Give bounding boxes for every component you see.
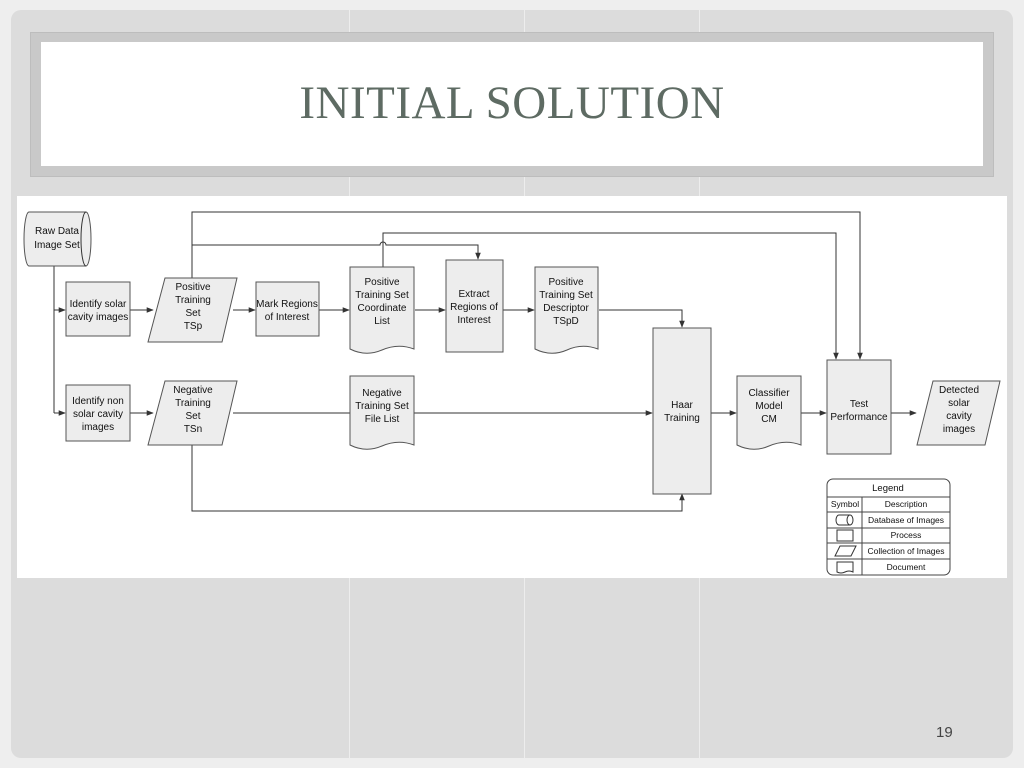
node-label: solar: [948, 398, 970, 409]
page-number: 19: [936, 724, 953, 741]
node-label: solar cavity: [73, 409, 123, 420]
node-label: Set: [185, 411, 200, 422]
mark-regions-node: Mark Regions of Interest: [255, 281, 320, 337]
negative-file-list-node: Negative Training Set File List: [349, 375, 415, 450]
legend-row-label: Process: [891, 530, 922, 540]
node-label: Detected: [939, 385, 979, 396]
node-label: Training Set: [355, 290, 409, 301]
node-label: Interest: [457, 315, 491, 326]
node-label: Raw Data: [35, 226, 79, 237]
node-label: Image Set: [34, 240, 80, 251]
node-label: List: [374, 316, 390, 327]
node-label: Coordinate: [358, 303, 407, 314]
node-label: TSpD: [553, 316, 579, 327]
node-label: Training Set: [539, 290, 593, 301]
node-label: Positive: [548, 277, 583, 288]
classifier-model-node: Classifier Model CM: [736, 375, 802, 450]
slide: INITIAL SOLUTION: [11, 10, 1013, 758]
node-label: Negative: [362, 388, 402, 399]
connector: [191, 445, 685, 512]
positive-coordinate-list-node: Positive Training Set Coordinate List: [349, 266, 415, 354]
connector: [599, 309, 685, 328]
node-label: Training: [175, 295, 211, 306]
legend-row-label: Document: [887, 562, 926, 572]
node-label: Model: [755, 401, 782, 412]
positive-descriptor-node: Positive Training Set Descriptor TSpD: [534, 266, 599, 354]
node-label: of Interest: [265, 312, 310, 323]
process-symbol-icon: [836, 529, 854, 542]
identify-solar-node: Identify solar cavity images: [65, 281, 131, 337]
legend-row-label: Database of Images: [868, 515, 944, 525]
node-label: CM: [761, 414, 777, 425]
node-label: File List: [365, 414, 400, 425]
node-label: Haar: [671, 400, 693, 411]
flowchart: Raw Data Image Set Identify solar cavity…: [23, 211, 1001, 576]
connectors: [53, 211, 917, 512]
legend-row-label: Collection of Images: [867, 546, 944, 556]
node-label: Descriptor: [543, 303, 589, 314]
node-label: Regions of: [450, 302, 498, 313]
connector: [382, 232, 839, 360]
node-label: images: [943, 424, 975, 435]
diagram-panel: Raw Data Image Set Identify solar cavity…: [17, 196, 1007, 578]
node-label: TSn: [184, 424, 202, 435]
identify-non-solar-node: Identify non solar cavity images: [65, 384, 131, 442]
legend: Legend Symbol Description Database of Im…: [826, 478, 951, 576]
raw-data-node: Raw Data Image Set: [23, 211, 92, 267]
title-box: INITIAL SOLUTION: [41, 42, 983, 166]
haar-training-node: Haar Training: [652, 327, 712, 495]
connector: [192, 241, 481, 260]
extract-regions-node: Extract Regions of Interest: [445, 259, 504, 353]
legend-description-header: Description: [885, 499, 928, 509]
node-label: images: [82, 422, 114, 433]
node-label: Classifier: [748, 388, 790, 399]
node-label: Mark Regions: [256, 299, 318, 310]
database-symbol-icon: [835, 514, 854, 526]
node-label: Positive: [175, 282, 210, 293]
node-label: TSp: [184, 321, 203, 332]
node-label: Identify solar: [70, 299, 127, 310]
node-label: Performance: [830, 412, 888, 423]
node-label: Positive: [364, 277, 399, 288]
node-label: Extract: [458, 289, 489, 300]
node-label: cavity images: [68, 312, 129, 323]
node-label: Test: [850, 399, 869, 410]
test-performance-node: Test Performance: [826, 359, 892, 455]
detected-images-node: Detected solar cavity images: [916, 380, 1001, 446]
node-label: cavity: [946, 411, 972, 422]
collection-symbol-icon: [834, 545, 857, 557]
node-label: Set: [185, 308, 200, 319]
document-symbol-icon: [836, 561, 854, 574]
node-label: Training: [175, 398, 211, 409]
node-label: Training: [664, 413, 700, 424]
node-label: Training Set: [355, 401, 409, 412]
slide-title: INITIAL SOLUTION: [299, 77, 725, 129]
negative-training-set-node: Negative Training Set TSn: [147, 380, 238, 446]
node-label: Identify non: [72, 396, 124, 407]
node-label: Negative: [173, 385, 213, 396]
legend-symbol-header: Symbol: [831, 499, 859, 509]
positive-training-set-node: Positive Training Set TSp: [147, 277, 238, 343]
title-frame: INITIAL SOLUTION: [30, 32, 994, 177]
legend-title: Legend: [872, 483, 904, 494]
